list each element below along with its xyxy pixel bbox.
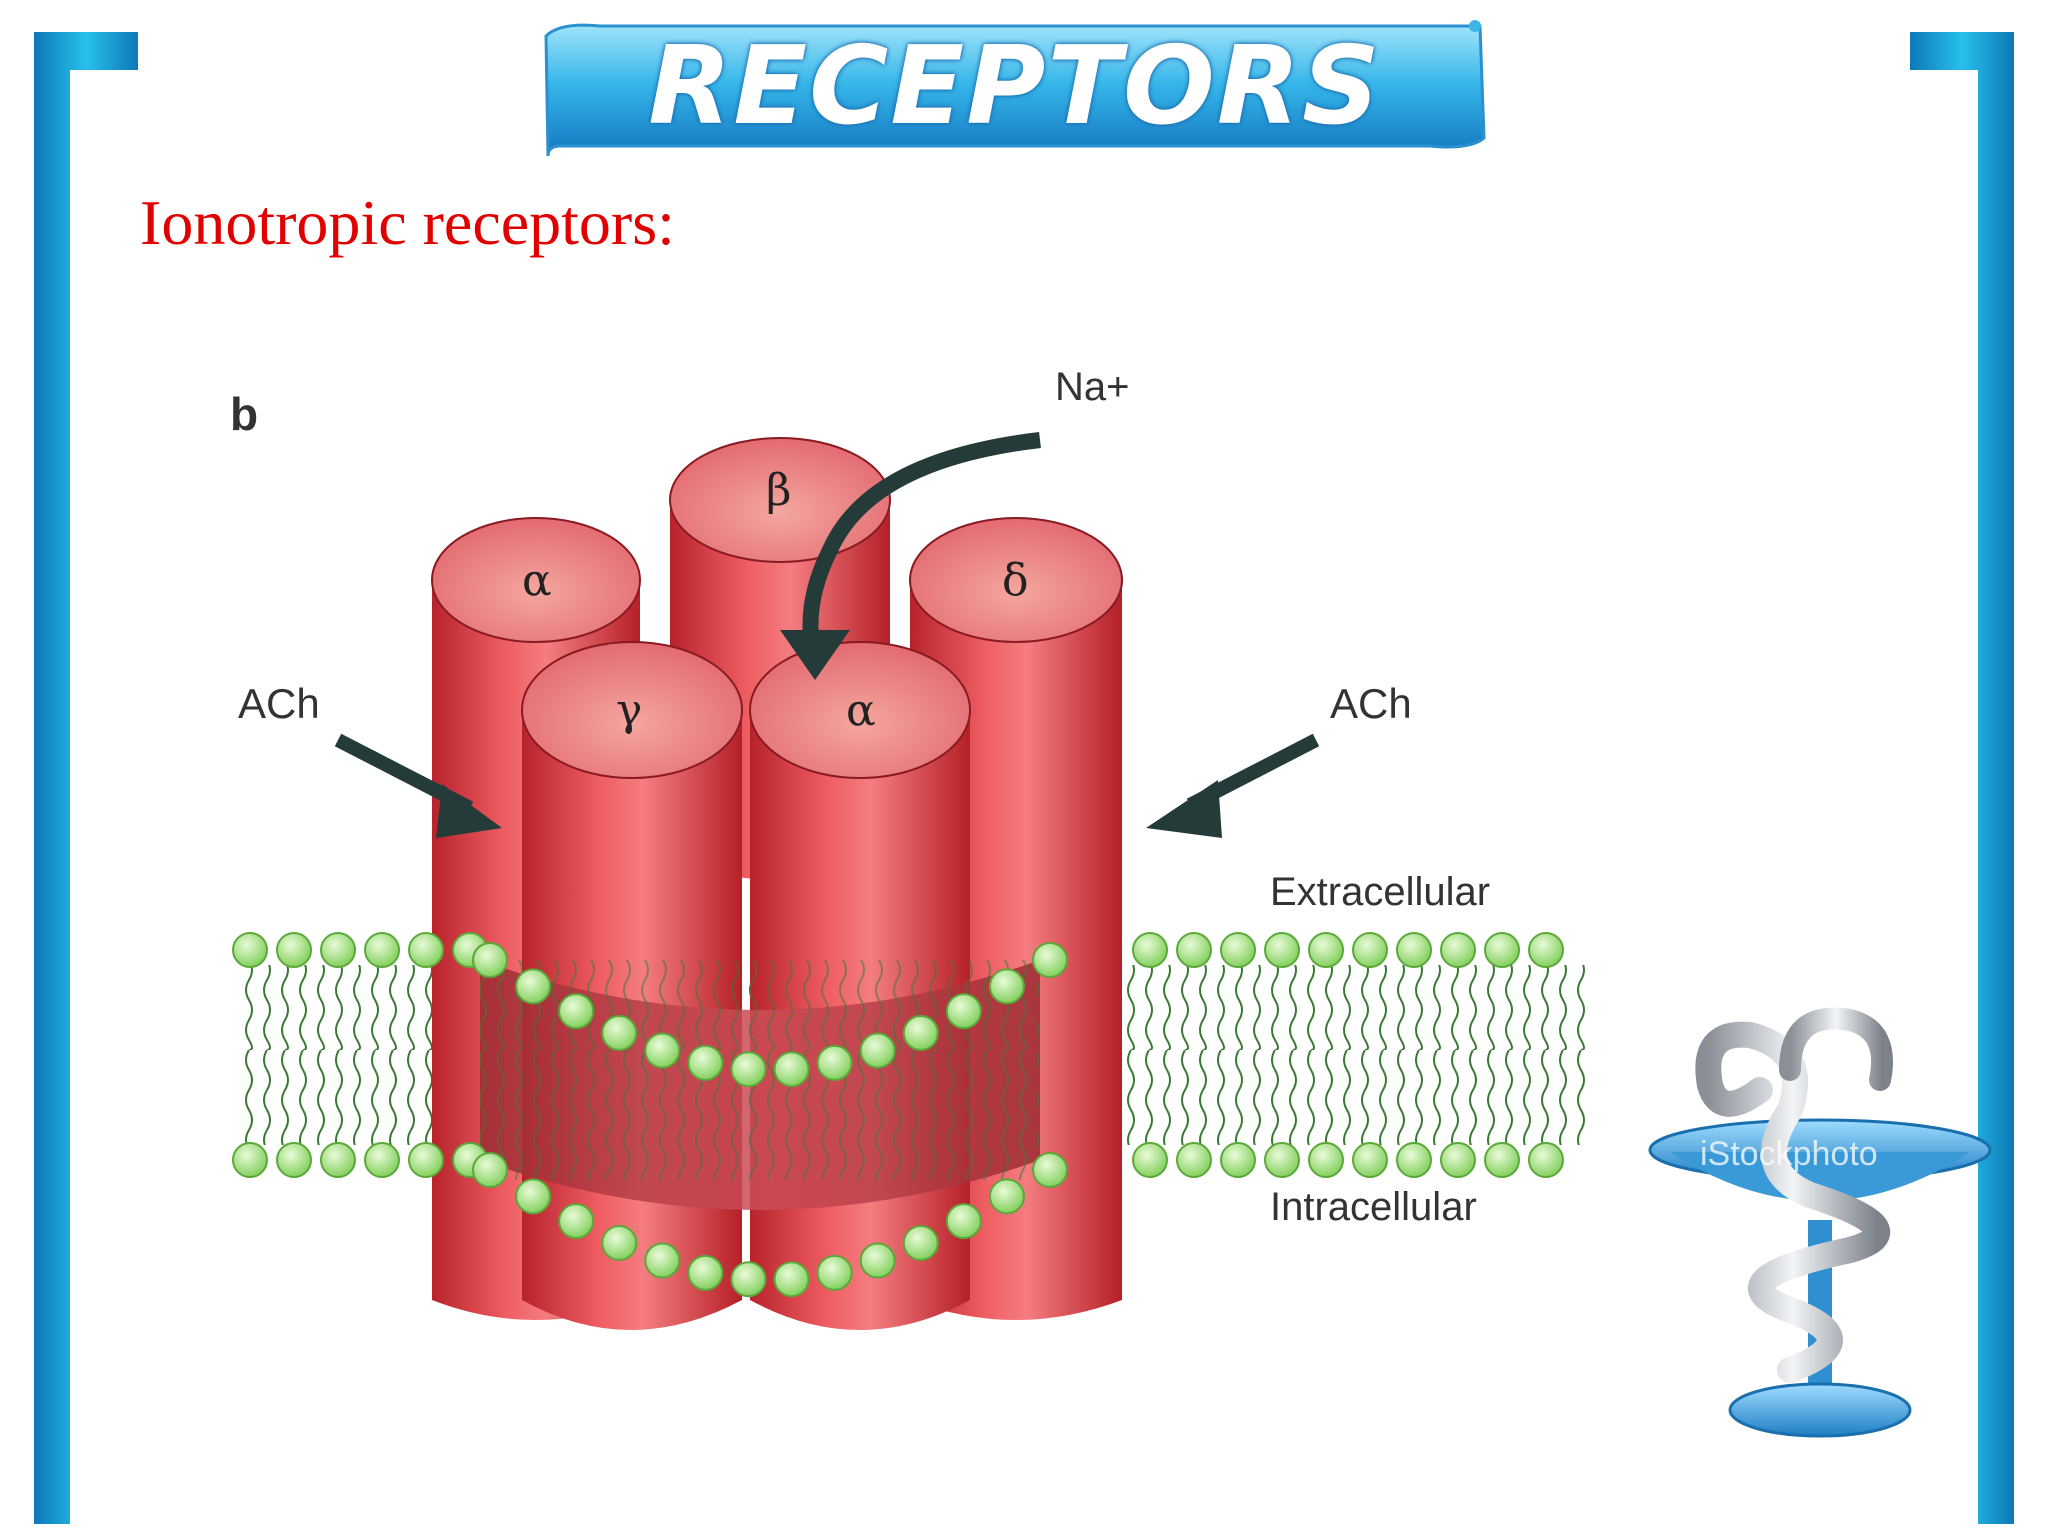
ach-arrow-right <box>1146 780 1222 838</box>
intracellular-label: Intracellular <box>1270 1185 1477 1229</box>
watermark-text: iStockphoto <box>1700 1135 1878 1173</box>
subunit-label-delta: δ <box>1002 555 1029 606</box>
extracellular-label: Extracellular <box>1270 870 1490 914</box>
sodium-ion-label: Na+ <box>1055 365 1130 409</box>
ach-label-left: ACh <box>238 680 320 727</box>
subunit-label-beta: β <box>766 465 791 516</box>
title-banner <box>544 20 1486 156</box>
slide-title: RECEPTORS <box>648 23 1382 149</box>
subunit-label-gamma: γ <box>616 685 642 736</box>
ach-label-right: ACh <box>1330 680 1412 727</box>
subunit-label-alpha-front: α <box>846 685 876 736</box>
ach-arrow-left <box>436 784 502 838</box>
membrane-lipid-heads <box>232 932 1564 1298</box>
ionotropic-receptor-diagram: b α β δ γ α Na+ ACh ACh Extracellul <box>230 365 1590 1330</box>
sodium-influx-arrow <box>802 432 1041 647</box>
slide-subtitle: Ionotropic receptors: <box>140 187 675 258</box>
subunit-label-alpha-back: α <box>522 555 552 606</box>
bowl-of-hygieia-icon: iStockphoto <box>1648 1007 1992 1438</box>
left-frame-bracket <box>34 32 138 1524</box>
panel-label: b <box>230 388 258 440</box>
